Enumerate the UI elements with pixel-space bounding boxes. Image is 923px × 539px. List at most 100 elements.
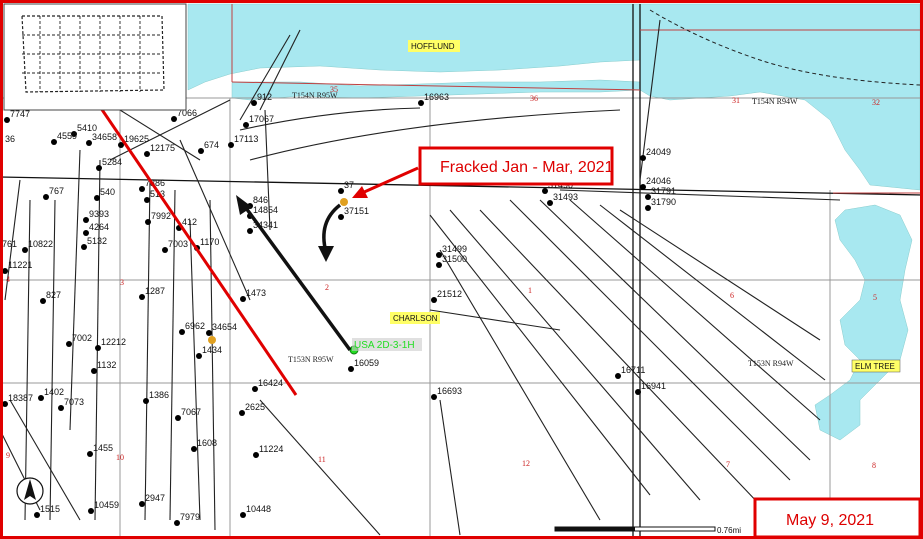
- scale-bar: 0.76mi: [554, 526, 741, 535]
- well-marker[interactable]: [253, 452, 259, 458]
- township-label: T154N R95W: [292, 91, 338, 100]
- well-marker[interactable]: [144, 151, 150, 157]
- well-label: 7073: [64, 397, 84, 407]
- well-label: 4264: [89, 222, 109, 232]
- well-marker[interactable]: [86, 140, 92, 146]
- well-marker[interactable]: [418, 100, 424, 106]
- well-marker[interactable]: [58, 405, 64, 411]
- well-marker[interactable]: [143, 398, 149, 404]
- well-marker[interactable]: [228, 142, 234, 148]
- well-marker[interactable]: [71, 131, 77, 137]
- well-marker[interactable]: [206, 330, 212, 336]
- well-marker[interactable]: [51, 139, 57, 145]
- well-marker[interactable]: [179, 329, 185, 335]
- well-label: 846: [253, 195, 268, 205]
- well-marker[interactable]: [240, 512, 246, 518]
- well-marker[interactable]: [247, 228, 253, 234]
- well-marker[interactable]: [139, 501, 145, 507]
- well-label: 37: [344, 180, 354, 190]
- well-marker[interactable]: [436, 262, 442, 268]
- well-marker[interactable]: [22, 247, 28, 253]
- well-marker[interactable]: [645, 205, 651, 211]
- well-label: 34341: [253, 220, 278, 230]
- well-marker[interactable]: [645, 194, 651, 200]
- well-marker[interactable]: [240, 296, 246, 302]
- well-label: 1434: [202, 345, 222, 355]
- well-marker[interactable]: [87, 451, 93, 457]
- well-marker[interactable]: [640, 184, 646, 190]
- well-marker[interactable]: [252, 386, 258, 392]
- well-label: 2947: [145, 493, 165, 503]
- well-marker[interactable]: [34, 512, 40, 518]
- well-marker[interactable]: [547, 200, 553, 206]
- well-marker[interactable]: [2, 268, 8, 274]
- north-arrow-icon: [16, 477, 44, 505]
- fracked-well-marker[interactable]: [340, 198, 348, 206]
- well-marker[interactable]: [431, 297, 437, 303]
- well-marker[interactable]: [88, 508, 94, 514]
- subject-well[interactable]: USA 2D-3-1H: [349, 338, 422, 355]
- black-arrows: [236, 195, 352, 352]
- well-marker[interactable]: [174, 520, 180, 526]
- well-marker[interactable]: [38, 395, 44, 401]
- well-label: 1455: [93, 443, 113, 453]
- well-marker[interactable]: [542, 188, 548, 194]
- section-number: 35: [330, 85, 338, 94]
- well-label: 10459: [94, 500, 119, 510]
- well-marker[interactable]: [94, 195, 100, 201]
- well-marker[interactable]: [640, 155, 646, 161]
- well-label: 767: [49, 186, 64, 196]
- well-marker[interactable]: [2, 401, 8, 407]
- well-marker[interactable]: [83, 230, 89, 236]
- town-label-charlson: CHARLSON: [393, 314, 438, 323]
- well-marker[interactable]: [338, 188, 344, 194]
- well-marker[interactable]: [635, 389, 641, 395]
- fracked-callout-text: Fracked Jan - Mar, 2021: [440, 159, 614, 176]
- well-label: 34654: [212, 322, 237, 332]
- well-label: 2625: [245, 402, 265, 412]
- well-label: 1132: [97, 360, 116, 370]
- well-marker[interactable]: [251, 100, 257, 106]
- well-marker[interactable]: [91, 368, 97, 374]
- fracked-well-marker[interactable]: [208, 336, 216, 344]
- well-marker[interactable]: [43, 194, 49, 200]
- well-marker[interactable]: [171, 116, 177, 122]
- well-marker[interactable]: [162, 247, 168, 253]
- well-marker[interactable]: [615, 373, 621, 379]
- well-label: 12175: [150, 143, 175, 153]
- well-marker[interactable]: [243, 122, 249, 128]
- section-number: 9: [6, 451, 10, 460]
- well-marker[interactable]: [139, 186, 145, 192]
- section-number: 8: [872, 461, 876, 470]
- section-number: 5: [873, 293, 877, 302]
- well-marker[interactable]: [83, 217, 89, 223]
- well-marker[interactable]: [144, 197, 150, 203]
- well-marker[interactable]: [40, 298, 46, 304]
- well-marker[interactable]: [4, 117, 10, 123]
- well-marker[interactable]: [338, 214, 344, 220]
- well-marker[interactable]: [196, 353, 202, 359]
- well-label: 7067: [181, 407, 201, 417]
- well-marker[interactable]: [436, 252, 442, 258]
- well-marker[interactable]: [145, 219, 151, 225]
- well-label: 36: [5, 134, 15, 144]
- well-label: 19625: [124, 134, 149, 144]
- section-number: 36: [530, 94, 538, 103]
- well-marker[interactable]: [96, 165, 102, 171]
- well-marker[interactable]: [139, 294, 145, 300]
- well-label: 24046: [646, 176, 671, 186]
- well-marker[interactable]: [81, 244, 87, 250]
- well-marker[interactable]: [239, 410, 245, 416]
- well-marker[interactable]: [118, 142, 124, 148]
- well-marker[interactable]: [198, 148, 204, 154]
- well-label: 7747: [10, 109, 30, 119]
- well-marker[interactable]: [95, 345, 101, 351]
- well-marker[interactable]: [66, 341, 72, 347]
- section-number: 7: [726, 460, 730, 469]
- well-marker[interactable]: [175, 415, 181, 421]
- well-marker[interactable]: [348, 366, 354, 372]
- well-label: 7066: [177, 108, 197, 118]
- well-marker[interactable]: [431, 394, 437, 400]
- well-marker[interactable]: [191, 446, 197, 452]
